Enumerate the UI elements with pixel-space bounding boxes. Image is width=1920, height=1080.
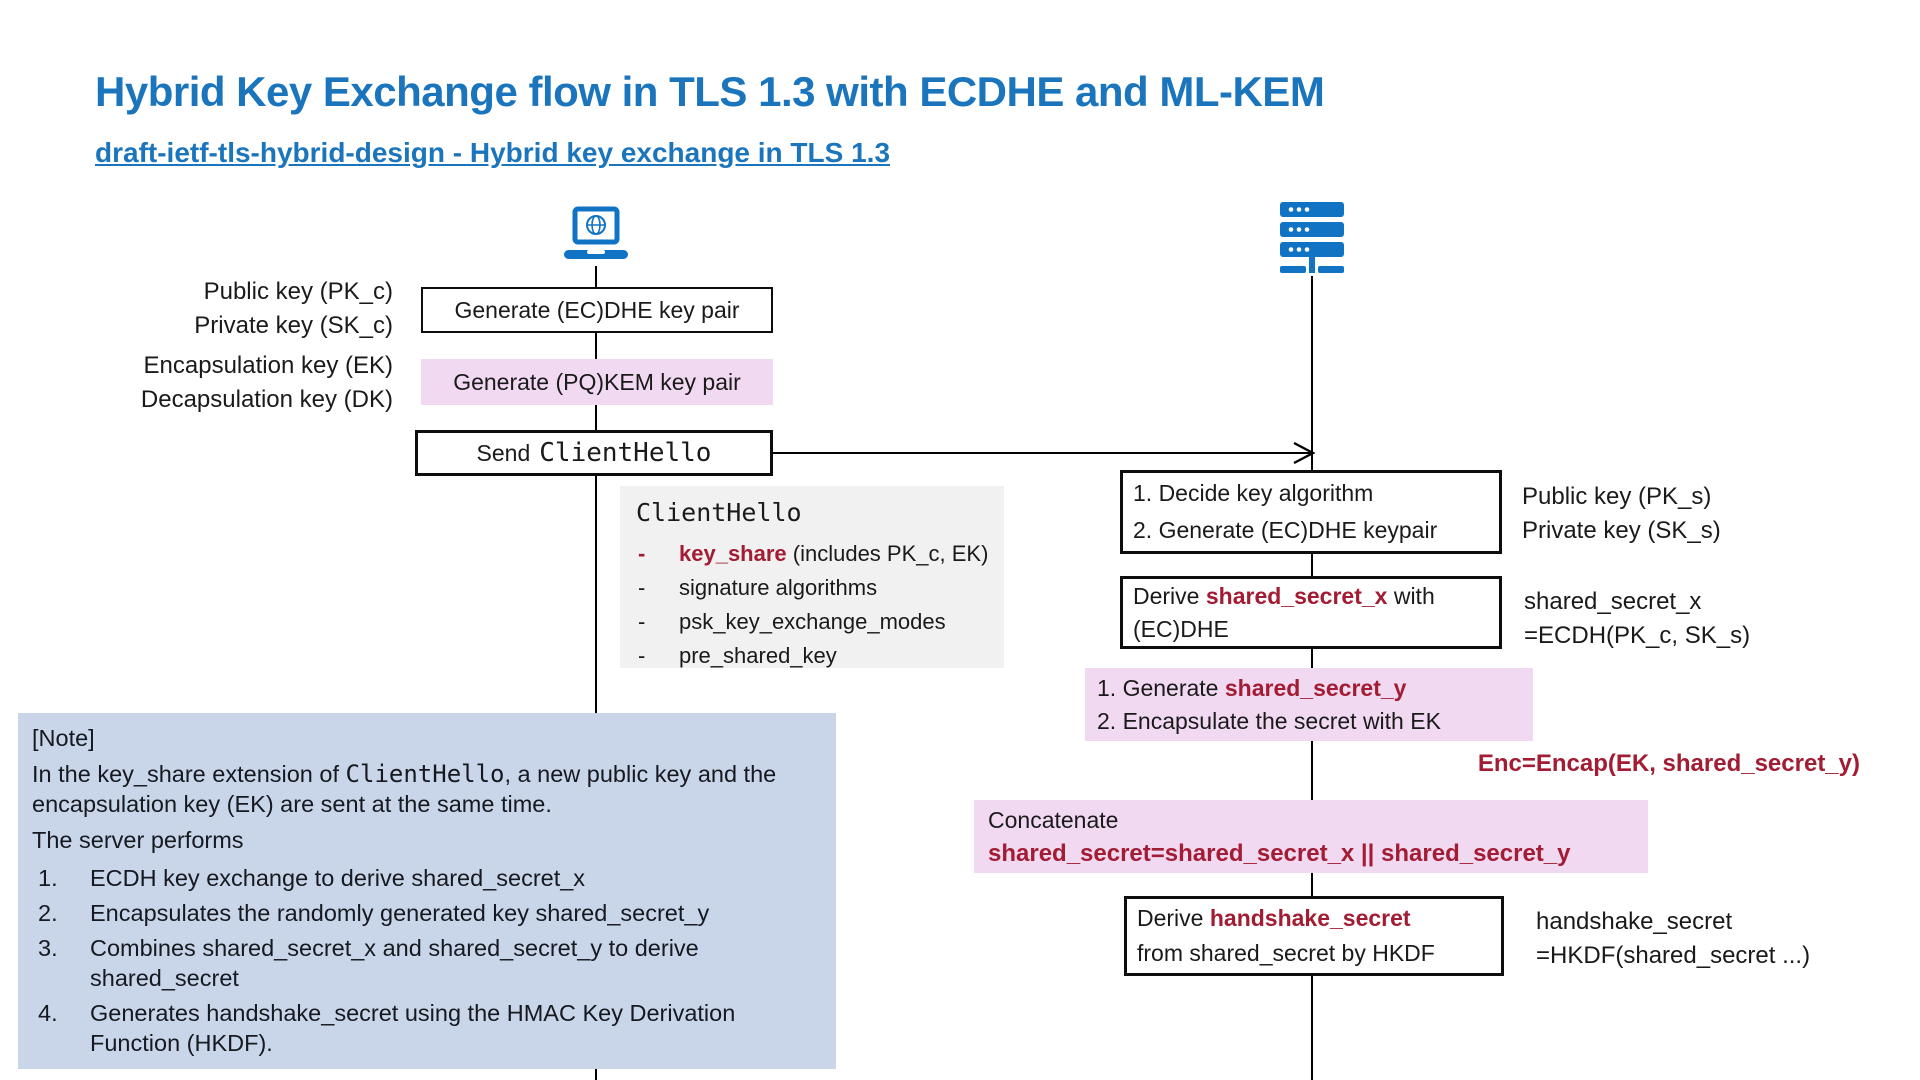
derive-prefix: Derive bbox=[1133, 582, 1206, 609]
server-public-key-label: Public key (PK_s) bbox=[1522, 483, 1712, 510]
note-paragraph: In the key_share extension of ClientHell… bbox=[32, 759, 820, 819]
server-icon bbox=[1280, 202, 1344, 273]
step-text: ECDH key exchange to derive shared_secre… bbox=[90, 865, 586, 891]
generate-server-ecdhe-label: 2. Generate (EC)DHE keypair bbox=[1133, 517, 1438, 543]
decapsulation-key-label: Decapsulation key (DK) bbox=[140, 386, 393, 413]
derive-suffix: with bbox=[1387, 582, 1435, 609]
note-text-before: In the key_share extension of bbox=[32, 761, 346, 787]
encapsulate-secret-box: 1. Generate shared_secret_y 2. Encapsula… bbox=[1085, 668, 1533, 741]
step-number: 2. bbox=[38, 900, 58, 926]
from-shared-secret-label: from shared_secret by HKDF bbox=[1137, 940, 1435, 966]
encap-formula-label: Enc=Encap(EK, shared_secret_y) bbox=[1477, 750, 1860, 777]
pre-shared-key-label: pre_shared_key bbox=[679, 643, 837, 668]
subtitle-link[interactable]: draft-ietf-tls-hybrid-design - Hybrid ke… bbox=[95, 137, 891, 168]
handshake-secret-formula: =HKDF(shared_secret ...) bbox=[1536, 942, 1811, 969]
concatenate-label: Concatenate bbox=[988, 806, 1119, 833]
laptop-client-icon bbox=[564, 206, 628, 259]
clienthello-code-ref: ClientHello bbox=[345, 760, 505, 788]
send-clienthello-box: Send ClientHello bbox=[415, 430, 773, 476]
client-kem-labels: Encapsulation key (EK) Decapsulation key… bbox=[53, 349, 393, 417]
shared-secret-x-label: shared_secret_x bbox=[1205, 582, 1388, 609]
clienthello-code-label: ClientHello bbox=[539, 438, 712, 468]
handshake-secret-label: handshake_secret bbox=[1209, 905, 1411, 931]
step-number: 1. bbox=[38, 865, 58, 891]
dash-bullet: - bbox=[638, 609, 646, 634]
key-share-rest: (includes PK_c, EK) bbox=[786, 541, 989, 566]
ecdhe-label: (EC)DHE bbox=[1133, 615, 1229, 642]
step-text: Generates handshake_secret using the HMA… bbox=[90, 1000, 736, 1056]
handshake-secret-name: handshake_secret bbox=[1536, 908, 1733, 935]
client-key-labels: Public key (PK_c) Private key (SK_c) bbox=[53, 275, 393, 343]
client-lifeline bbox=[595, 266, 597, 1080]
note-step-2: 2. Encapsulates the randomly generated k… bbox=[32, 898, 820, 928]
step-text: Encapsulates the randomly generated key … bbox=[90, 900, 710, 926]
step-number: 3. bbox=[38, 935, 58, 961]
clienthello-details-panel: ClientHello - key_share (includes PK_c, … bbox=[620, 486, 1004, 668]
note-step-4: 4. Generates handshake_secret using the … bbox=[32, 998, 820, 1058]
shared-secret-x-formula: =ECDH(PK_c, SK_s) bbox=[1524, 622, 1751, 649]
generate-ecdhe-keypair-box: Generate (EC)DHE key pair bbox=[421, 287, 773, 333]
step-text: Combines shared_secret_x and shared_secr… bbox=[90, 935, 699, 991]
key-share-label: key_share bbox=[679, 541, 787, 566]
note-step-1: 1. ECDH key exchange to derive shared_se… bbox=[32, 863, 820, 893]
dash-bullet: - bbox=[638, 643, 646, 668]
page-title: Hybrid Key Exchange flow in TLS 1.3 with… bbox=[95, 68, 1325, 115]
clienthello-item-signature-algorithms: - signature algorithms bbox=[634, 571, 990, 605]
clienthello-panel-title: ClientHello bbox=[636, 498, 802, 527]
note-title: [Note] bbox=[32, 725, 95, 751]
generate-ecdhe-keypair-label: Generate (EC)DHE key pair bbox=[454, 296, 740, 323]
shared-secret-y-label: shared_secret_y bbox=[1224, 674, 1407, 701]
derive-prefix: Derive bbox=[1137, 905, 1210, 931]
handshake-secret-side-label: handshake_secret =HKDF(shared_secret ...… bbox=[1536, 905, 1810, 973]
send-label: Send bbox=[476, 439, 531, 466]
encapsulate-with-ek-label: 2. Encapsulate the secret with EK bbox=[1097, 707, 1441, 734]
signature-algorithms-label: signature algorithms bbox=[679, 575, 878, 600]
encapsulation-key-label: Encapsulation key (EK) bbox=[143, 352, 393, 379]
step-number: 4. bbox=[38, 1000, 58, 1026]
server-key-labels: Public key (PK_s) Private key (SK_s) bbox=[1522, 480, 1721, 548]
generate-pqkem-keypair-box: Generate (PQ)KEM key pair bbox=[421, 359, 773, 405]
dash-bullet: - bbox=[638, 541, 646, 566]
derive-shared-secret-x-box: Derive shared_secret_x with (EC)DHE bbox=[1120, 576, 1502, 649]
clienthello-item-pre-shared-key: - pre_shared_key bbox=[634, 639, 990, 673]
shared-secret-x-name: shared_secret_x bbox=[1524, 588, 1702, 615]
generate-pqkem-keypair-label: Generate (PQ)KEM key pair bbox=[453, 368, 741, 395]
server-private-key-label: Private key (SK_s) bbox=[1522, 517, 1721, 544]
generate-prefix: 1. Generate bbox=[1097, 674, 1225, 701]
note-text-after: , a new public key and the encapsulation… bbox=[32, 761, 777, 817]
client-public-key-label: Public key (PK_c) bbox=[203, 278, 393, 305]
server-performs-label: The server performs bbox=[32, 827, 244, 853]
concatenate-box: Concatenate shared_secret=shared_secret_… bbox=[974, 800, 1648, 873]
clienthello-item-psk-modes: - psk_key_exchange_modes bbox=[634, 605, 990, 639]
clienthello-item-key-share: - key_share (includes PK_c, EK) bbox=[634, 537, 990, 571]
shared-secret-x-side-label: shared_secret_x =ECDH(PK_c, SK_s) bbox=[1524, 585, 1750, 653]
clienthello-message-arrow bbox=[773, 441, 1316, 465]
note-panel: [Note] In the key_share extension of Cli… bbox=[18, 713, 836, 1069]
dash-bullet: - bbox=[638, 575, 646, 600]
decide-key-algorithm-label: 1. Decide key algorithm bbox=[1133, 480, 1374, 506]
shared-secret-formula-label: shared_secret=shared_secret_x || shared_… bbox=[988, 839, 1571, 867]
client-private-key-label: Private key (SK_c) bbox=[194, 312, 393, 339]
psk-key-exchange-modes-label: psk_key_exchange_modes bbox=[679, 609, 946, 634]
note-step-3: 3. Combines shared_secret_x and shared_s… bbox=[32, 933, 820, 993]
decide-key-algorithm-box: 1. Decide key algorithm 2. Generate (EC)… bbox=[1120, 470, 1502, 554]
derive-handshake-secret-box: Derive handshake_secret from shared_secr… bbox=[1124, 896, 1504, 976]
